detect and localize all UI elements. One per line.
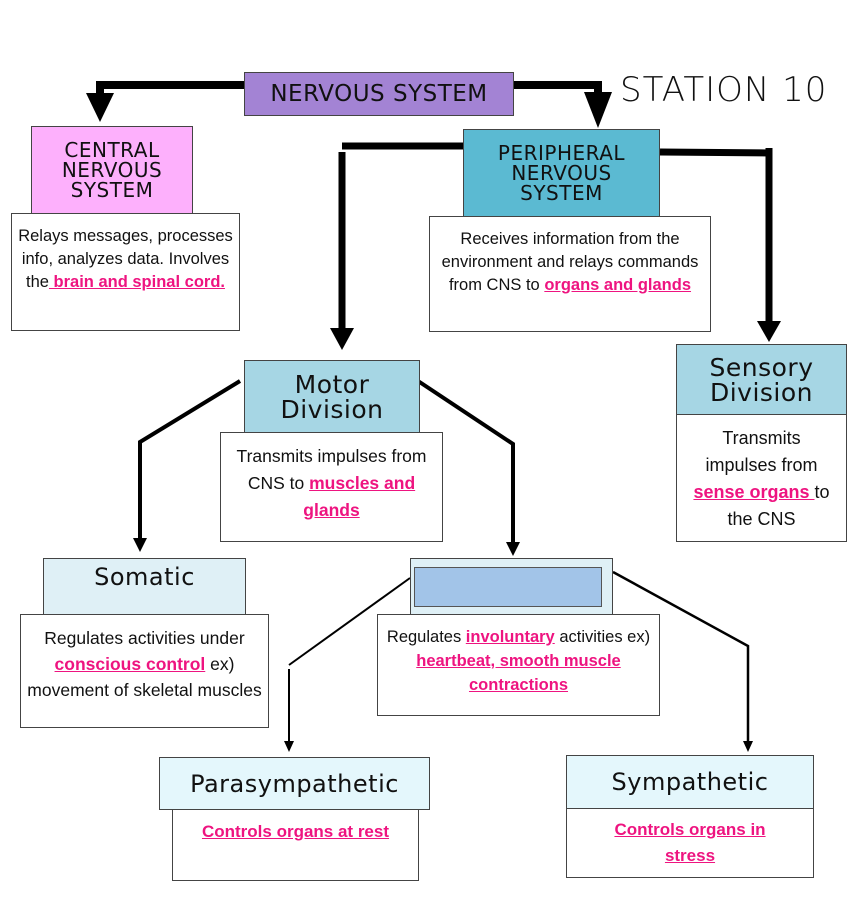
node-sensory-title-line-1: Sensory	[709, 352, 814, 382]
node-sensory-desc-text-2: to the CNS	[727, 482, 830, 529]
node-pns-title-line-1: PERIPHERAL	[497, 141, 626, 165]
node-autonomic-desc-text-2: activities ex)	[554, 628, 651, 646]
node-autonomic-desc-highlight-2: heartbeat, smooth muscle contractions	[416, 652, 621, 694]
node-pns-desc-highlight: organs and glands	[544, 276, 692, 294]
node-motor-title-box: Motor Division	[244, 360, 420, 433]
hidden-answer-box[interactable]	[414, 567, 602, 607]
node-somatic-title-box: Somatic	[43, 558, 246, 615]
node-motor-title-line-1: Motor	[294, 369, 370, 399]
node-sensory-title-box: Sensory Division	[676, 344, 847, 415]
edge-pns-to-motor	[330, 142, 464, 350]
edge-autonomic-to-parasympathetic	[284, 577, 411, 752]
node-parasympathetic-title-box: Parasympathetic	[159, 757, 430, 810]
node-parasympathetic-description: Controls organs at rest	[172, 809, 419, 881]
node-sympathetic-desc-highlight: Controls organs in stress	[614, 820, 766, 865]
node-somatic-desc-text-2: ex) movement of skeletal muscles	[27, 654, 262, 700]
node-pns-desc-text: Receives information from the environmen…	[441, 230, 699, 294]
node-somatic-title: Somatic	[94, 563, 195, 591]
node-autonomic-title-box	[410, 558, 613, 615]
node-motor-title-line-2: Division	[280, 394, 384, 424]
node-sensory-title-line-2: Division	[709, 377, 814, 407]
node-somatic-desc-highlight: conscious control	[54, 654, 206, 674]
station-label: STATION 10	[620, 70, 828, 110]
node-sensory-desc-text: Transmits impulses from	[705, 428, 818, 475]
node-sympathetic-title: Sympathetic	[611, 768, 769, 796]
edge-autonomic-to-sympathetic	[612, 570, 753, 752]
node-pns-title-box: PERIPHERAL NERVOUS SYSTEM	[463, 129, 660, 217]
node-cns-title-box: CENTRAL NERVOUS SYSTEM	[31, 126, 193, 214]
node-cns-description: Relays messages, processes info, analyze…	[11, 213, 240, 331]
node-somatic-desc-text: Regulates activities under	[44, 628, 245, 648]
node-motor-desc-highlight: muscles and glands	[303, 473, 416, 520]
node-somatic-description: Regulates activities under conscious con…	[20, 614, 269, 728]
node-parasympathetic-title: Parasympathetic	[190, 769, 399, 798]
node-pns-title-line-2: NERVOUS	[511, 161, 612, 185]
node-parasympathetic-desc-highlight: Controls organs at rest	[201, 822, 390, 841]
node-cns-desc-text: Relays messages, processes info, analyze…	[18, 227, 233, 291]
node-sympathetic-description: Controls organs in stress	[566, 808, 814, 878]
node-autonomic-desc-text: Regulates	[386, 628, 466, 646]
node-cns-title-line-2: NERVOUS	[61, 158, 163, 182]
node-autonomic-desc-highlight: involuntary	[465, 628, 555, 646]
node-nervous-system-title: NERVOUS SYSTEM	[270, 80, 488, 107]
node-sensory-desc-highlight: sense organs	[693, 482, 815, 502]
node-autonomic-description: Regulates involuntary activities ex) hea…	[377, 614, 660, 716]
node-pns-title-line-3: SYSTEM	[520, 181, 603, 205]
node-cns-desc-highlight: brain and spinal cord.	[48, 273, 225, 291]
node-sensory-description: Transmits impulses from sense organs to …	[676, 414, 847, 542]
node-pns-description: Receives information from the environmen…	[429, 216, 711, 332]
edge-motor-to-somatic	[133, 379, 242, 552]
node-sympathetic-title-box: Sympathetic	[566, 755, 814, 809]
node-cns-title-line-3: SYSTEM	[70, 178, 154, 202]
edge-motor-to-autonomic	[416, 379, 520, 556]
node-nervous-system: NERVOUS SYSTEM	[244, 72, 514, 116]
edge-nervous-to-cns	[86, 81, 246, 122]
node-motor-desc-text: Transmits impulses from CNS to	[236, 446, 427, 493]
edge-pns-to-sensory	[659, 148, 781, 342]
node-motor-description: Transmits impulses from CNS to muscles a…	[220, 432, 443, 542]
edge-nervous-to-pns	[514, 81, 612, 128]
node-cns-title-line-1: CENTRAL	[64, 138, 160, 162]
